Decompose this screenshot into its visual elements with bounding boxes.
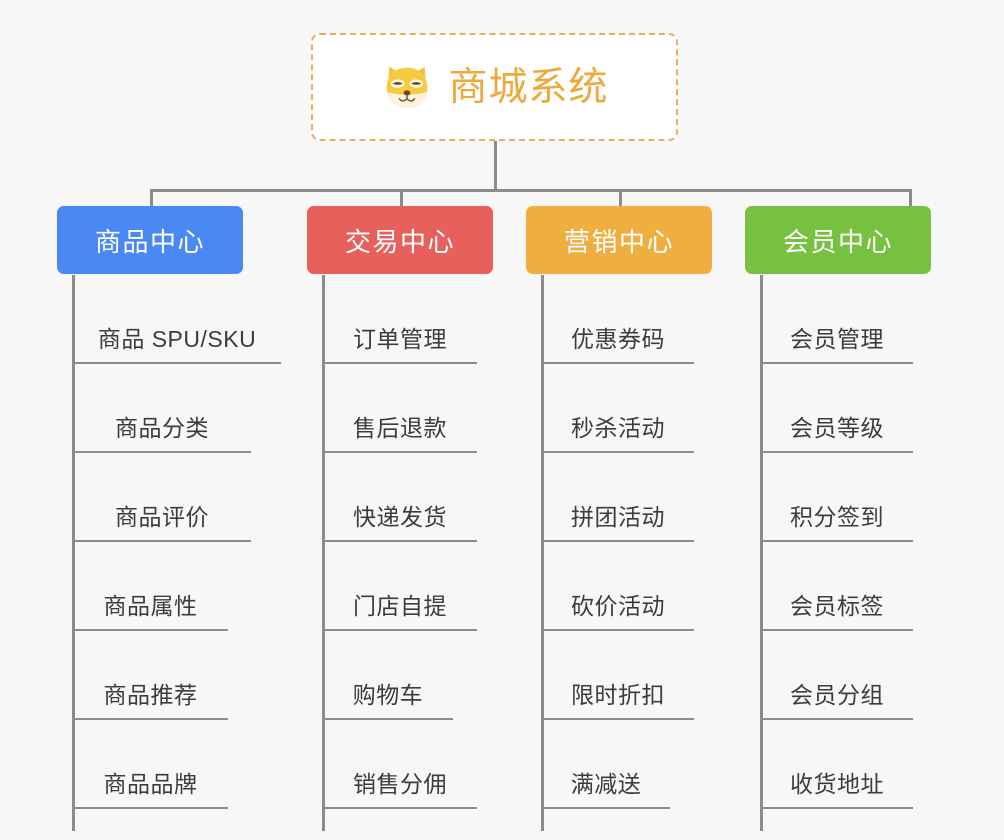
category-label-trade-center: 交易中心 [344,226,455,257]
leaf-item[interactable]: 商品品牌 [73,720,228,809]
connector-drop-product-center [150,189,153,206]
leaf-item-label: 秒杀活动 [571,415,665,441]
connector-drop-member-center [909,189,912,206]
leaf-item-label: 砍价活动 [571,593,665,619]
leaf-item-label: 商品推荐 [103,682,198,708]
leaf-item-label: 拼团活动 [571,504,665,530]
leaf-item-label: 会员分组 [790,682,884,708]
leaf-item[interactable]: 限时折扣 [542,631,694,720]
leaf-item[interactable]: 砍价活动 [542,542,694,631]
leaf-item-label: 快递发货 [353,504,447,530]
leaf-item[interactable]: 购物车 [323,631,453,720]
leaf-item-label: 门店自提 [353,593,447,619]
leaf-spine-member-center [760,275,763,831]
connector-horizontal-bus [150,189,912,192]
connector-drop-marketing-center [619,189,622,206]
leaf-item[interactable]: 拼团活动 [542,453,694,542]
leaf-item-label: 满减送 [570,771,642,797]
leaf-item[interactable]: 订单管理 [323,275,477,364]
leaf-item[interactable]: 会员分组 [761,631,913,720]
leaf-spine-marketing-center [541,275,544,831]
category-box-member-center[interactable]: 会员中心 [745,206,931,274]
leaf-item[interactable]: 收货地址 [761,720,913,809]
category-label-member-center: 会员中心 [782,226,893,257]
shiba-dog-face-icon [380,60,434,114]
category-box-trade-center[interactable]: 交易中心 [307,206,493,274]
leaf-item[interactable]: 商品 SPU/SKU [73,275,281,364]
category-label-marketing-center: 营销中心 [563,226,674,257]
leaf-item[interactable]: 满减送 [542,720,670,809]
category-box-product-center[interactable]: 商品中心 [57,206,243,274]
root-node-mall-system[interactable]: 商城系统 [311,33,678,141]
leaf-item[interactable]: 会员标签 [761,542,913,631]
leaf-item[interactable]: 售后退款 [323,364,477,453]
category-label-product-center: 商品中心 [94,226,205,257]
leaf-item-label: 订单管理 [353,326,447,352]
leaf-item[interactable]: 商品分类 [73,364,251,453]
leaf-item[interactable]: 会员管理 [761,275,913,364]
leaf-item[interactable]: 商品属性 [73,542,228,631]
leaf-item[interactable]: 秒杀活动 [542,364,694,453]
leaf-item-label: 会员等级 [790,415,884,441]
leaf-item-label: 优惠券码 [571,326,665,352]
leaf-item-label: 会员管理 [790,326,884,352]
leaf-spine-trade-center [322,275,325,831]
leaf-item[interactable]: 门店自提 [323,542,477,631]
leaf-item-label: 购物车 [352,682,424,708]
leaf-item[interactable]: 优惠券码 [542,275,694,364]
category-box-marketing-center[interactable]: 营销中心 [526,206,712,274]
leaf-item-label: 积分签到 [790,504,884,530]
leaf-item[interactable]: 会员等级 [761,364,913,453]
leaf-item-label: 商品 SPU/SKU [97,326,257,352]
leaf-item[interactable]: 快递发货 [323,453,477,542]
connector-root-stem [494,141,497,191]
leaf-item[interactable]: 商品评价 [73,453,251,542]
leaf-item-label: 商品品牌 [103,771,198,797]
leaf-item-label: 收货地址 [790,771,884,797]
leaf-item[interactable]: 商品推荐 [73,631,228,720]
leaf-spine-product-center [72,275,75,831]
leaf-item[interactable]: 销售分佣 [323,720,477,809]
leaf-item-label: 商品属性 [103,593,198,619]
leaf-item-label: 销售分佣 [353,771,447,797]
leaf-item-label: 限时折扣 [571,682,665,708]
leaf-item-label: 商品分类 [115,415,209,441]
leaf-item-label: 商品评价 [115,504,209,530]
connector-drop-trade-center [400,189,403,206]
leaf-item-label: 会员标签 [790,593,884,619]
leaf-item[interactable]: 积分签到 [761,453,913,542]
leaf-item-label: 售后退款 [353,415,447,441]
root-title: 商城系统 [448,65,609,109]
